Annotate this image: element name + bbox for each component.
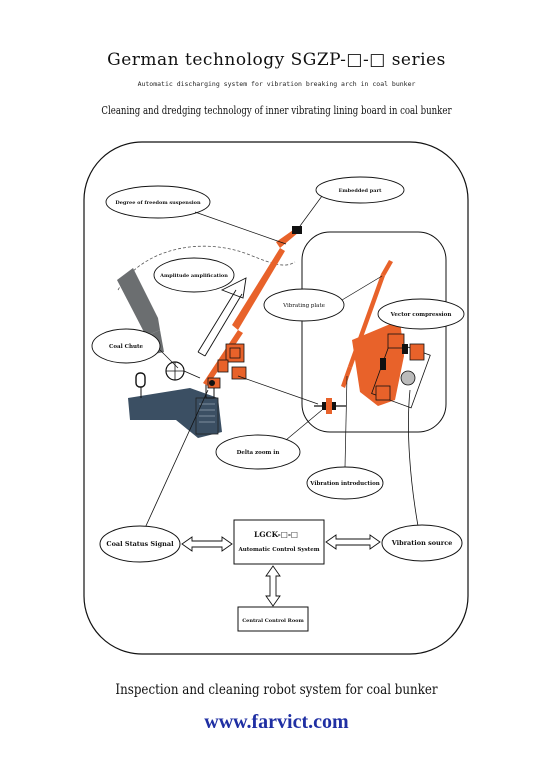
central-control-room-box: [237, 606, 309, 632]
outer-frame: [83, 141, 469, 655]
amplitude-amplification-arrow: [197, 277, 247, 357]
central-control-room-text: Central Control Room: [242, 618, 304, 624]
control-model-text: LGCK-□-□: [254, 530, 298, 539]
double-arrow-right: [325, 534, 381, 550]
callout-vector-compression: [377, 298, 465, 330]
page-subtitle-secondary: Cleaning and dredging technology of inne…: [101, 104, 452, 117]
inner-frame: [301, 231, 447, 433]
callout-embedded-part: [315, 176, 405, 204]
callout-vibration-introduction-text: Vibration introduction: [309, 481, 379, 487]
page-title: German technology SGZP-□-□ series: [107, 50, 446, 70]
double-arrow-left: [181, 536, 233, 552]
callout-vector-compression-text: Vector compression: [390, 312, 452, 318]
feeder-assembly: [128, 361, 222, 438]
website-link[interactable]: www.farvict.com: [204, 711, 349, 733]
coal-status-signal-text: Coal Status Signal: [106, 540, 174, 548]
callout-vibrating-plate: [263, 288, 345, 322]
vibration-source-node: [381, 524, 463, 562]
callout-degree-of-freedom: [105, 185, 211, 219]
footer-caption: Inspection and cleaning robot system for…: [115, 682, 438, 698]
callout-delta-zoom-text: Delta zoom in: [237, 450, 280, 456]
callout-delta-zoom: [215, 434, 301, 470]
suspension-dashed-line: [117, 245, 296, 291]
callout-vibrating-plate-text: Vibrating plate: [282, 303, 325, 309]
callout-coal-chute: [91, 328, 161, 364]
left-vibrating-plate: [203, 226, 302, 389]
coal-status-signal-node: [99, 525, 181, 563]
right-vibrating-plate: [314, 260, 431, 414]
callout-embedded-part-text: Embedded part: [339, 188, 383, 194]
callout-amplitude-amplification: [153, 257, 235, 293]
control-system-box: [233, 519, 325, 565]
control-system-text: Automatic Control System: [237, 547, 319, 553]
page-subtitle: Automatic discharging system for vibrati…: [137, 80, 416, 88]
callout-degree-of-freedom-text: Degree of freedom suspension: [115, 200, 201, 206]
callout-amplitude-amplification-text: Amplitude amplification: [159, 273, 228, 279]
callout-coal-chute-text: Coal Chute: [109, 344, 144, 350]
vibration-source-text: Vibration source: [391, 539, 453, 547]
double-arrow-vertical: [265, 565, 281, 607]
